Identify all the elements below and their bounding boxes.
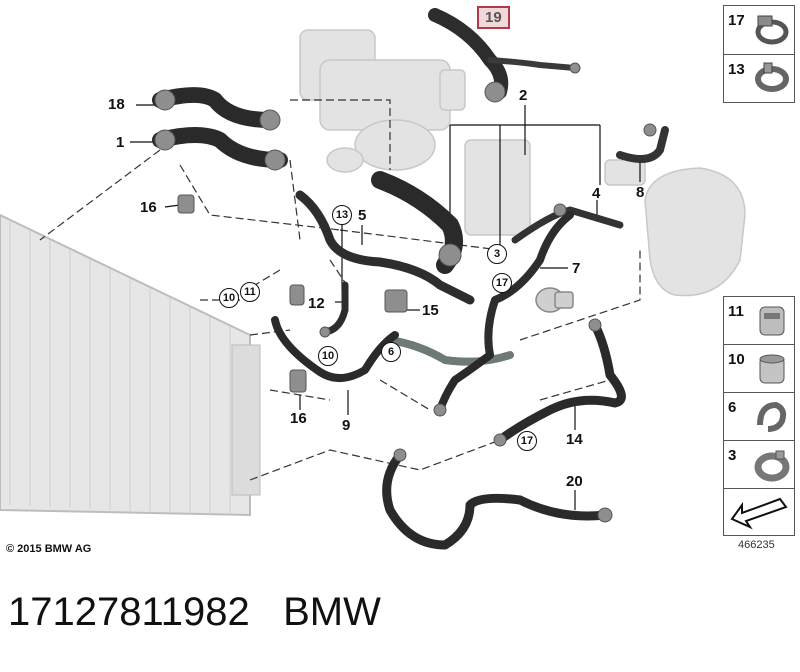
side-cell-clip-6: 6 [724, 393, 794, 441]
connector-icon [759, 354, 785, 384]
side-number: 10 [728, 351, 745, 368]
callout-14: 14 [566, 431, 583, 448]
callout-circled-17b: 17 [517, 431, 537, 451]
callout-circled-3: 3 [487, 244, 507, 264]
callout-7: 7 [572, 260, 581, 277]
side-cell-clamp-13: 13 [724, 55, 794, 104]
copyright-text: © 2015 BMW AG [6, 543, 92, 555]
fittings [154, 62, 657, 523]
callout-4: 4 [592, 185, 601, 202]
side-cell-clamp-17: 17 [724, 6, 794, 55]
side-cell-connector-10: 10 [724, 345, 794, 393]
callout-circled-6: 6 [381, 342, 401, 362]
callout-1: 1 [116, 134, 125, 151]
side-panel-bottom: 11 10 6 3 [723, 296, 795, 536]
side-number: 11 [728, 303, 744, 320]
callout-2: 2 [519, 87, 528, 104]
callout-9: 9 [342, 417, 351, 434]
radiator-drawing [0, 213, 261, 517]
expansion-tank-drawing [604, 159, 746, 297]
highlighted-part-label: 19 [477, 6, 510, 29]
callout-circled-17a: 17 [492, 273, 512, 293]
side-cell-arrow [724, 489, 794, 537]
callout-16a: 16 [140, 199, 157, 216]
quick-connector-icon [759, 306, 785, 336]
callout-circled-10b: 10 [318, 346, 338, 366]
image-number: 466235 [738, 539, 775, 551]
callout-5: 5 [358, 207, 367, 224]
side-number: 6 [728, 399, 737, 416]
callout-12: 12 [308, 295, 325, 312]
callout-20: 20 [566, 473, 583, 490]
callout-circled-13: 13 [332, 205, 352, 225]
callout-18: 18 [108, 96, 125, 113]
spring-clamp-icon [755, 62, 789, 92]
part-number: 17127811982 [8, 590, 250, 634]
callout-circled-10a: 10 [219, 288, 239, 308]
side-number: 17 [728, 12, 745, 29]
side-cell-connector-11: 11 [724, 297, 794, 345]
water-pump-drawing [535, 287, 574, 313]
callout-15: 15 [422, 302, 439, 319]
solid-leaders [130, 104, 641, 510]
callout-8: 8 [636, 184, 645, 201]
callout-16b: 16 [290, 410, 307, 427]
side-number: 13 [728, 61, 745, 78]
callout-circled-11: 11 [240, 282, 260, 302]
engine-block-drawing [299, 29, 531, 236]
clip-icon [757, 401, 787, 432]
hose-clamp-icon [755, 15, 789, 45]
caption: 17127811982 BMW [8, 590, 381, 635]
side-cell-band-3: 3 [724, 441, 794, 489]
arrow-icon [730, 497, 788, 530]
brand-name: BMW [283, 590, 381, 634]
side-panel-top: 17 13 [723, 5, 795, 103]
side-number: 3 [728, 447, 737, 464]
band-clamp-icon [754, 450, 790, 482]
